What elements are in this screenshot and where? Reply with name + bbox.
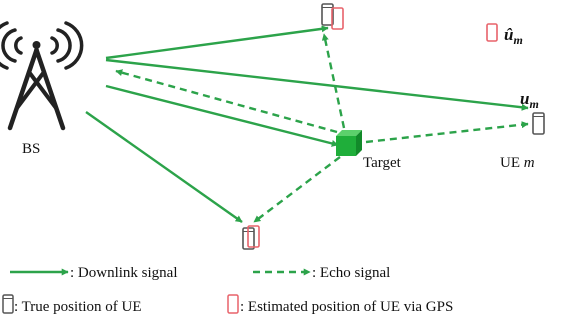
downlink-signals bbox=[85, 25, 529, 223]
true-ue-symbol: um bbox=[520, 89, 539, 111]
legend-estimated-phone-icon bbox=[227, 294, 239, 314]
legend-downlink-label: : Downlink signal bbox=[70, 265, 178, 281]
legend-estimated-label: : Estimated position of UE via GPS bbox=[240, 299, 453, 315]
target-label: Target bbox=[363, 155, 402, 171]
legend-true-label: : True position of UE bbox=[14, 299, 142, 315]
top-ue-estimated-phone-icon bbox=[331, 7, 344, 30]
legend-true-phone-icon bbox=[2, 294, 14, 314]
target-cube-icon bbox=[336, 130, 362, 156]
downlink-arrow-bottom-ue bbox=[85, 111, 243, 223]
echo-signals bbox=[115, 33, 529, 223]
legend: : Downlink signal : Echo signal : True p… bbox=[2, 265, 453, 315]
bs-label: BS bbox=[22, 141, 40, 157]
bottom-ue-estimated-phone-icon bbox=[247, 225, 260, 248]
echo-arrow-ue-m bbox=[365, 121, 529, 144]
downlink-arrow-ue-m bbox=[105, 58, 529, 111]
top-ue-true-phone-icon bbox=[321, 3, 334, 26]
ue-m-label: UE m bbox=[500, 155, 535, 171]
downlink-arrow-top-ue bbox=[105, 25, 329, 60]
echo-arrow-bottom-ue bbox=[253, 156, 341, 223]
bs-tower-icon bbox=[0, 21, 84, 131]
estimated-ue-marker-icon bbox=[486, 23, 498, 42]
estimated-ue-symbol: ûm bbox=[504, 25, 523, 47]
ue-m-phone-icon bbox=[532, 112, 545, 135]
downlink-arrow-target bbox=[105, 84, 339, 147]
legend-echo-label: : Echo signal bbox=[312, 265, 390, 281]
echo-arrow-top-ue bbox=[321, 33, 346, 129]
echo-arrow-bs bbox=[115, 69, 338, 134]
